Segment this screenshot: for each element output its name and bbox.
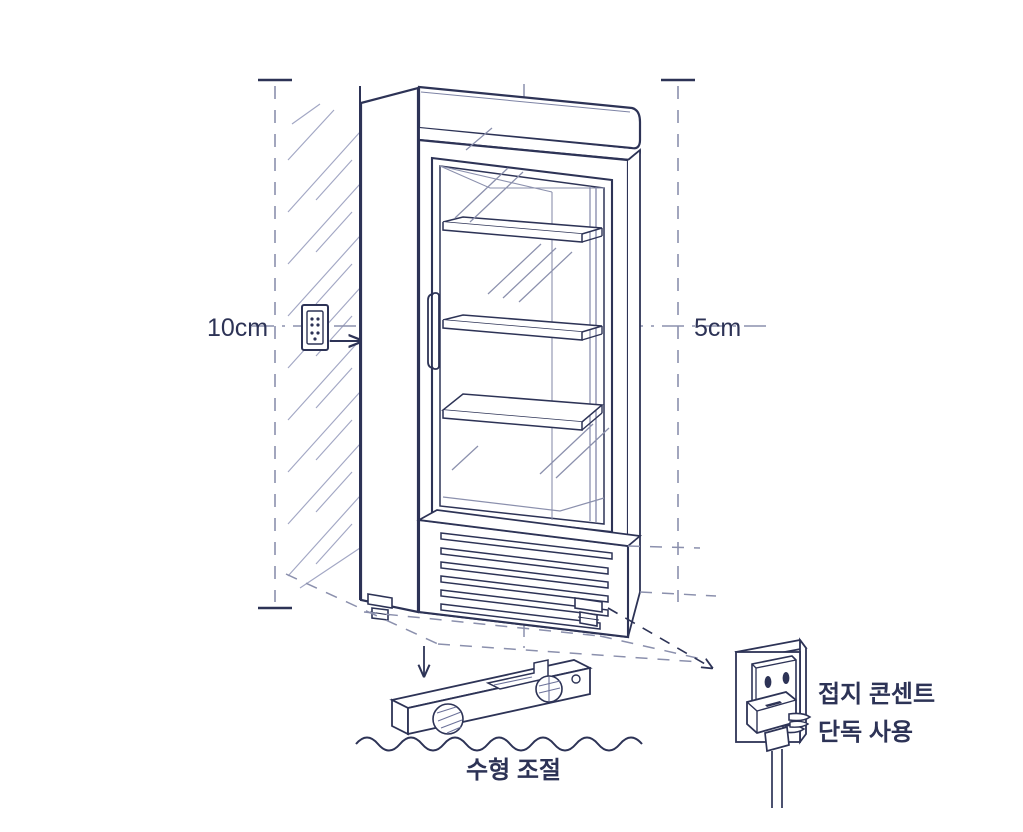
level-vial-left xyxy=(432,703,464,735)
level-vial-center xyxy=(485,659,549,690)
plug-cord-boot xyxy=(764,725,790,753)
louver-slat-1 xyxy=(440,547,609,575)
plug-prong-3 xyxy=(789,720,810,728)
grounded-outlet-plug-icon xyxy=(734,637,812,808)
refrigerator xyxy=(359,85,643,639)
outlet-leader-arrow xyxy=(607,607,712,668)
spirit-level-icon xyxy=(389,659,593,736)
door-handle[interactable] xyxy=(427,292,440,370)
grounded-outlet-label-line2: 단독 사용 xyxy=(818,719,913,746)
floor-projection-lines xyxy=(285,545,717,663)
louver-slat-6 xyxy=(440,532,613,560)
grounded-outlet-label-line1: 접지 콘센트 xyxy=(818,681,935,708)
louver-grille xyxy=(440,532,613,630)
leveling-foot-left xyxy=(367,593,393,621)
wall-hatch-lines xyxy=(287,103,361,589)
uneven-floor-wave xyxy=(355,736,643,752)
louver-slat-5 xyxy=(440,603,601,630)
wall-outlet-icon xyxy=(301,304,362,351)
glass-door-inner-frame xyxy=(439,165,605,525)
shelf-group xyxy=(441,216,604,431)
level-hang-hole xyxy=(571,674,581,684)
louver-slat-2 xyxy=(440,561,609,589)
cabinet-left-side xyxy=(359,86,420,614)
right-clearance-label: 5cm xyxy=(694,314,741,342)
leveling-foot-right xyxy=(574,597,603,627)
glass-reflection-hatch xyxy=(451,127,610,479)
plug-prong-1 xyxy=(788,712,812,722)
cabinet-interior-floor xyxy=(442,496,605,512)
louver-slat-4 xyxy=(440,589,609,617)
cabinet-right-edge xyxy=(627,148,641,638)
louver-slat-3 xyxy=(440,575,609,603)
outlet-slot-right xyxy=(782,672,790,684)
outlet-slot-left xyxy=(764,676,772,688)
level-adjust-label: 수형 조절 xyxy=(466,757,561,784)
left-clearance-label: 10cm xyxy=(207,314,268,342)
